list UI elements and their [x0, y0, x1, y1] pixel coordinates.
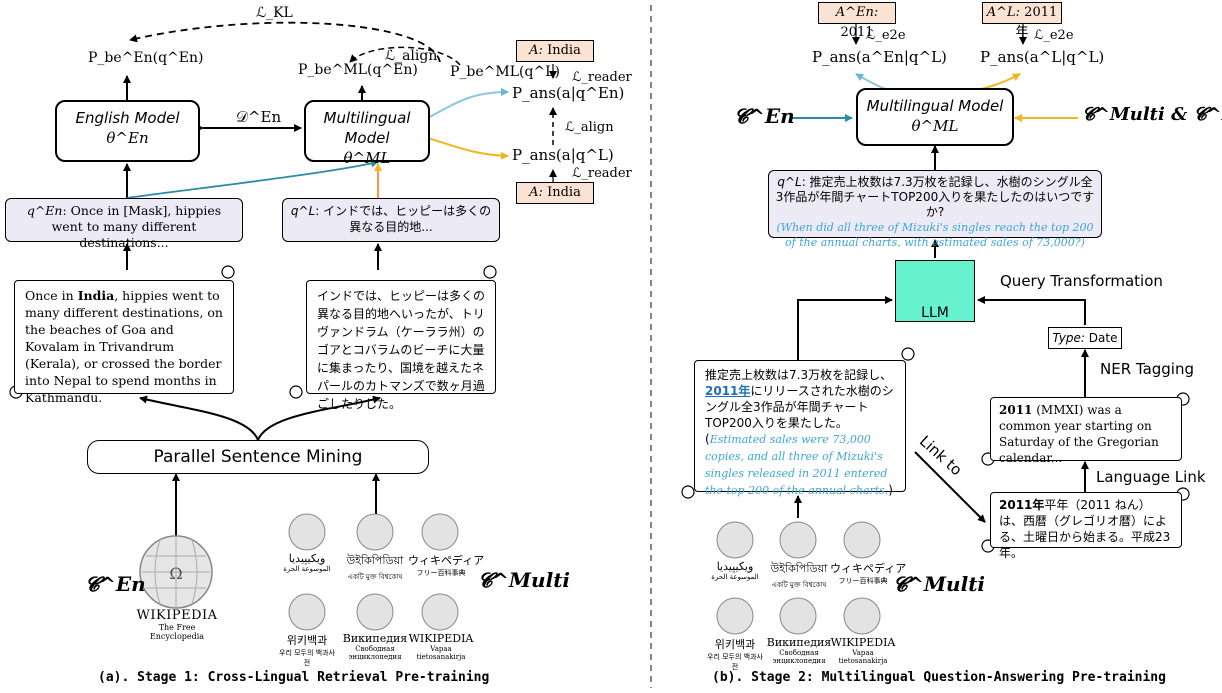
p-be-en: P_be^En(q^En) — [88, 50, 204, 66]
mining-to-doc-jp — [257, 395, 381, 441]
answer-box-top: A: India — [516, 40, 594, 62]
qen-to-ml-model — [126, 159, 379, 199]
small-wiki-globes-stage1 — [288, 513, 459, 631]
answer-box-bottom: A: India — [516, 182, 594, 204]
loss-e2e-right: ℒ_e2e — [1034, 28, 1074, 43]
doc-en-stage2: 2011 (MMXI) was a common year starting o… — [990, 397, 1182, 465]
p-be-ml-en: P_be^ML(q^En) — [298, 62, 418, 78]
ner-tagging-label: NER Tagging — [1100, 360, 1194, 378]
query-stage2: q^L: 推定売上枚数は7.3万枚を記録し、水樹のシングル全3作品が年間チャート… — [768, 170, 1102, 249]
p-be-ml-l: P_be^ML(q^L) — [450, 64, 560, 80]
llm-box: LLM — [895, 260, 975, 322]
p-ans-en: P_ans(a|q^En) — [512, 84, 625, 102]
type-box: Type: Date — [1048, 327, 1122, 349]
answer-l-box: A^L: 2011年 — [982, 2, 1062, 40]
doc-en-stage1: Once in India, hippies went to many diff… — [14, 280, 234, 405]
ml-to-pans-en — [427, 88, 509, 119]
wiki-ja-stage1: ウィキペディアフリー百科事典 — [408, 554, 485, 577]
query-transformation-label: Query Transformation — [1000, 272, 1163, 290]
query-en: q^En: Once in [Mask], hippies went to ma… — [5, 198, 243, 250]
loss-reader-top: ℒ_reader — [572, 70, 632, 85]
doc-jp-stage2: 2011年平年（2011 ねん）は、西暦（グレゴリオ暦）による、土曜日から始まる… — [990, 492, 1182, 560]
align-arrow-top — [349, 46, 461, 66]
wiki-bn-stage2: উইকিপিডিয়াএকটি মুক্ত বিশ্বকোষ — [770, 562, 828, 589]
wikipedia-globe-icon: Ω — [139, 535, 213, 609]
wiki-ja-stage2: ウィキペディアフリー百科事典 — [830, 562, 907, 585]
english-model: English Model θ^En — [55, 100, 200, 162]
query-l: q^L: インドでは、ヒッピーは多くの異なる目的地... — [282, 198, 500, 242]
small-wiki-globes-stage2 — [716, 521, 881, 635]
loss-align-top: ℒ_align — [385, 48, 438, 64]
mining-to-doc-en — [139, 395, 259, 441]
multilingual-model-stage2: Multilingual Model θ^ML — [856, 88, 1014, 146]
loss-e2e-left: ℒ_e2e — [866, 28, 906, 43]
loss-align-right: ℒ_align — [565, 120, 614, 135]
language-link-label: Language Link — [1096, 468, 1206, 486]
wikipedia-logo: WIKIPEDIA The Free Encyclopedia — [136, 608, 218, 641]
doc-main-to-llm — [797, 296, 893, 360]
ml-to-pans-l — [427, 137, 509, 160]
doc-jp-stage1: インドでは、ヒッピーは多くの異なる目的地へいったが、トリヴァンドラム（ケーララ州… — [306, 280, 496, 411]
caption-stage2: (b). Stage 2: Multilingual Question-Answ… — [712, 670, 1166, 685]
p-ans-l: P_ans(a|q^L) — [512, 146, 614, 164]
wiki-bn-stage1: উইকিপিডিয়াএকটি মুক্ত বিশ্বকোষ — [346, 554, 404, 581]
link-to-arrow — [914, 451, 986, 523]
c-en-stage2: 𝓒^En — [734, 104, 795, 128]
type-to-llm — [977, 296, 1086, 325]
p-ans-l-stage2: P_ans(a^L|q^L) — [980, 48, 1105, 66]
caption-stage1: (a). Stage 1: Cross-Lingual Retrieval Pr… — [98, 670, 490, 685]
answer-en-box: A^En: 2011 — [818, 2, 896, 40]
c-multi-stage1: 𝓒^Multi — [478, 568, 571, 592]
svg-text:Ω: Ω — [169, 564, 182, 583]
c-en-stage1: 𝓒^En — [85, 572, 146, 596]
loss-kl: ℒ_KL — [256, 5, 293, 21]
parallel-sentence-mining: Parallel Sentence Mining — [87, 440, 429, 474]
loss-reader-bottom: ℒ_reader — [572, 166, 632, 181]
kl-arrow — [129, 21, 441, 63]
multilingual-model-stage1: Multilingual Model θ^ML — [304, 100, 430, 167]
c-multi-stage2: 𝓒^Multi — [893, 572, 986, 596]
d-en-label: 𝒟^En — [236, 108, 282, 126]
p-ans-en-stage2: P_ans(a^En|q^L) — [812, 48, 947, 66]
c-multi-en-stage2: 𝓒^Multi & 𝓒^En — [1082, 104, 1222, 125]
doc-main-stage2: 推定売上枚数は7.3万枚を記録し、2011年にリリースされた水樹のシングル全3作… — [694, 360, 906, 497]
